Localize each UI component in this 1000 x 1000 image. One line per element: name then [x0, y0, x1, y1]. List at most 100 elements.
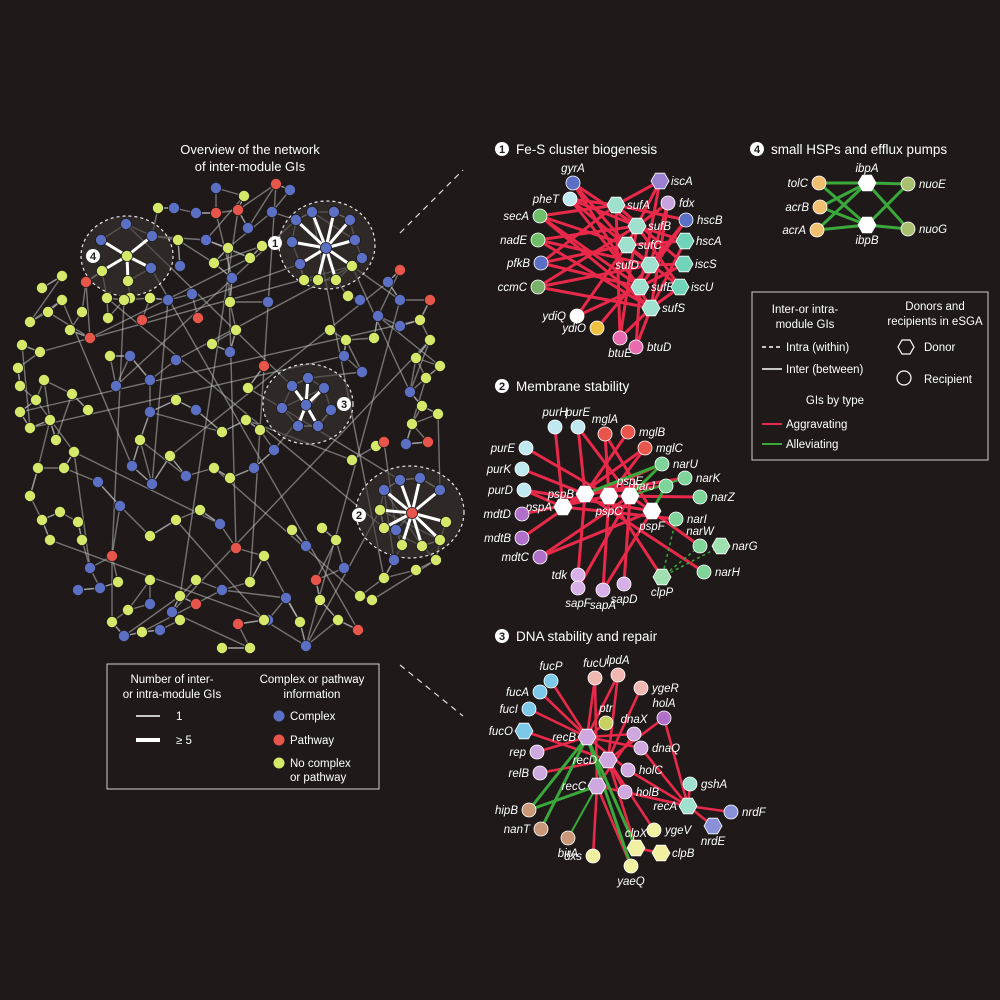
overview-edge	[141, 589, 223, 633]
recipient-circle	[626, 726, 642, 742]
aggravating-edge	[525, 446, 610, 498]
aggravating-edge	[537, 224, 638, 242]
panel-2-heading: 2 Membrane stability	[495, 379, 630, 394]
overview-edge	[55, 393, 73, 441]
donor-hexagon	[617, 236, 637, 254]
no-info-node	[72, 516, 85, 529]
overview-edge	[377, 315, 441, 367]
complex-node	[413, 471, 426, 484]
aggravating-edge	[629, 494, 701, 548]
complex-node	[215, 584, 228, 597]
aggravating-edge	[603, 433, 654, 512]
gene-label-nadE: nadE	[500, 235, 527, 247]
gene-label-relB: relB	[509, 768, 530, 780]
complex-node	[153, 624, 166, 637]
no-info-node	[23, 421, 36, 434]
no-info-node	[42, 305, 55, 318]
gene-label-fucA: fucA	[506, 687, 529, 699]
complex-node	[92, 475, 105, 488]
recipient-circle	[532, 765, 548, 781]
donor-hexagon	[670, 278, 690, 296]
gene-node-narK: narK	[677, 470, 722, 486]
no-info-node	[367, 331, 380, 344]
no-info-node	[365, 594, 378, 607]
gene-label-narZ: narZ	[711, 492, 736, 504]
gene-label-mdtC: mdtC	[502, 552, 530, 564]
complex-node	[165, 606, 178, 619]
gene-node-iscU: iscU	[670, 278, 714, 296]
gene-label-narI: narI	[687, 514, 708, 526]
gene-node-narG: narG	[711, 537, 758, 555]
no-info-node	[409, 564, 422, 577]
svg-text:1: 1	[499, 144, 505, 156]
gene-label-pspA: pspA	[525, 502, 553, 514]
no-info-node	[405, 417, 418, 430]
gene-label-narJ: narJ	[633, 481, 656, 493]
overview-edge	[150, 267, 359, 631]
aggravating-edge	[540, 261, 641, 289]
no-info-node	[257, 550, 270, 563]
no-info-node	[433, 534, 446, 547]
overview-edge	[21, 344, 31, 429]
complex-node	[95, 233, 108, 246]
overview-edge	[139, 439, 153, 485]
aggravating-edge	[649, 240, 687, 309]
gene-node-btuD: btuD	[628, 339, 671, 355]
module-2-spoke	[310, 211, 328, 249]
panel-2-title: Membrane stability	[516, 379, 630, 394]
donor-hexagon	[652, 568, 672, 586]
aggravating-edge	[539, 509, 653, 559]
recipient-circle	[569, 308, 585, 324]
complex-node	[199, 233, 212, 246]
gene-node-sufD: sufD	[615, 256, 660, 274]
no-info-node	[429, 554, 442, 567]
aggravating-edge	[627, 768, 689, 808]
svg-text:3: 3	[341, 399, 347, 411]
no-info-node	[76, 534, 89, 547]
gene-node-dnaQ: dnaQ	[633, 740, 680, 756]
no-info-node	[135, 626, 148, 639]
gene-node-pspE: pspE	[616, 476, 643, 505]
complex-node	[393, 293, 406, 306]
pathway-node	[405, 506, 418, 519]
gene-node-mdtD: mdtD	[484, 506, 530, 522]
no-info-node	[133, 433, 146, 446]
panel-4-heading: 4 small HSPs and efflux pumps	[750, 142, 947, 157]
panel-3-heading: 3 DNA stability and repair	[495, 629, 658, 644]
recipient-circle	[656, 710, 672, 726]
alleviating-edge	[567, 785, 598, 839]
complex-node	[399, 437, 412, 450]
aggravating-edge	[549, 680, 589, 738]
gene-node-fucU: fucU	[583, 658, 608, 686]
no-info-node	[96, 264, 109, 277]
complex-node	[179, 469, 192, 482]
gene-label-lpdA: lpdA	[606, 655, 629, 667]
overview-title-line1: Overview of the network	[180, 142, 320, 157]
donor-hexagon	[630, 278, 650, 296]
gene-node-clpP: clpP	[651, 568, 674, 599]
pathway-node	[257, 359, 270, 372]
gene-node-sapA: sapA	[590, 582, 616, 612]
gene-node-purH: purH	[542, 407, 568, 435]
no-info-node	[253, 423, 266, 436]
legend-pathway-label: Pathway	[290, 735, 334, 747]
gene-label-acrA: acrA	[782, 225, 806, 237]
gene-label-sapF: sapF	[565, 598, 592, 610]
gene-node-fucI: fucI	[499, 701, 537, 717]
no-info-node	[56, 269, 69, 282]
donor-hexagon	[857, 174, 877, 192]
overview-edge	[237, 183, 277, 211]
complex-node	[319, 241, 332, 254]
no-info-node	[415, 540, 428, 553]
gene-node-pspF: pspF	[638, 502, 666, 533]
overview-edge	[139, 439, 187, 477]
complex-node	[433, 483, 446, 496]
aggravating-edge	[622, 495, 632, 585]
gene-node-nuoG: nuoG	[900, 221, 947, 237]
no-info-node	[221, 241, 234, 254]
complex-node	[261, 295, 274, 308]
recipient-circle	[628, 339, 644, 355]
no-info-node	[76, 305, 89, 318]
no-info-node	[243, 642, 256, 655]
